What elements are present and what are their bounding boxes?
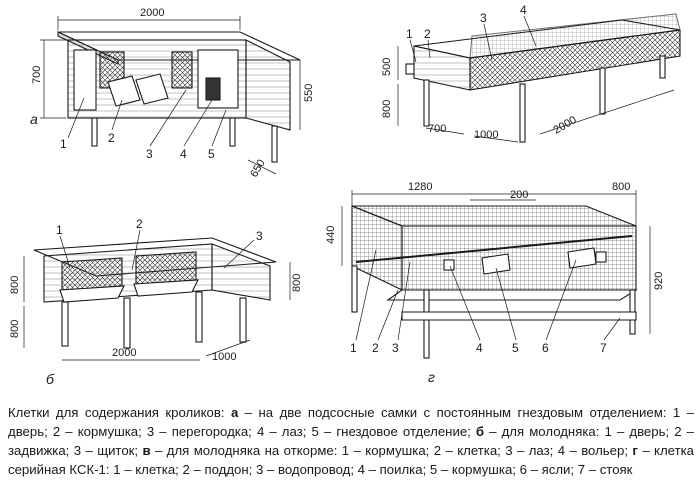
panel-g-callout-2: 2 — [372, 341, 379, 355]
panel-b-callout-1: 1 — [56, 223, 63, 237]
panel-g-dim-left-len: 1280 — [408, 181, 432, 193]
panel-g-leader-lines — [355, 249, 621, 341]
panel-v-dimensions — [397, 46, 675, 143]
panel-g-letter: г — [428, 369, 435, 385]
panel-g-dimensions — [341, 190, 651, 334]
panel-a-dimensions — [40, 16, 301, 175]
panel-v-callout-1: 1 — [406, 27, 413, 41]
panel-a-dim-height: 700 — [31, 66, 43, 84]
panel-b-callout-2: 2 — [136, 217, 143, 231]
panel-b-dim-length: 2000 — [112, 347, 136, 359]
panel-b-dim-box-height: 800 — [9, 276, 21, 294]
caption-letter-b: б — [475, 424, 485, 439]
panel-v-dim-depth: 1000 — [474, 129, 498, 141]
panel-g-dim-right-len: 800 — [612, 181, 630, 193]
rabbit-cages-figure: 2000 700 550 650 а 1 2 3 4 5 500 800 — [9, 3, 681, 387]
panel-a-dim-length: 2000 — [140, 7, 164, 19]
panel-a-callout-5: 5 — [208, 147, 215, 161]
panel-g-callout-3: 3 — [392, 341, 399, 355]
panel-v-dim-nest-len: 700 — [428, 123, 446, 135]
panel-a-callout-3: 3 — [146, 147, 153, 161]
panel-a-callout-1: 1 — [60, 137, 67, 151]
panel-g-dim-top-height: 440 — [325, 226, 337, 244]
panel-v-dim-length: 2000 — [552, 114, 579, 137]
panel-v-dim-top-height: 500 — [381, 58, 393, 76]
panel-v-dim-leg-height: 800 — [381, 100, 393, 118]
caption-text-b: – для молодняка: 1 – дверь; 2 – задвижка… — [8, 424, 694, 458]
panel-g-dim-mid-len: 200 — [510, 189, 528, 201]
caption-text-v: – для молодняка на откорме: 1 – кормушка… — [150, 443, 633, 458]
panel-b-dim-right-height: 800 — [291, 274, 303, 292]
panel-a-callout-4: 4 — [180, 147, 187, 161]
panel-b-leader-lines — [59, 229, 255, 271]
caption-letter-v: в — [142, 443, 151, 458]
panel-g-callout-7: 7 — [600, 341, 607, 355]
panel-g-callout-6: 6 — [542, 341, 549, 355]
caption-intro: Клетки для содержания кроликов: — [8, 405, 231, 420]
panel-v-callout-4: 4 — [520, 3, 527, 17]
panel-g-dim-total-height: 920 — [653, 272, 665, 290]
panel-v-cage-drawing — [405, 13, 681, 143]
panel-a-dim-leg-height: 550 — [303, 84, 315, 102]
panel-b-dim-depth: 1000 — [212, 351, 236, 363]
panel-v-leader-lines — [409, 15, 537, 63]
panel-g-callout-4: 4 — [476, 341, 483, 355]
panel-v-callout-2: 2 — [424, 27, 431, 41]
panel-b-dimensions — [23, 256, 291, 361]
panel-b-letter: б — [46, 371, 55, 387]
panel-b-cage-drawing — [33, 237, 277, 349]
panel-g-callout-1: 1 — [350, 341, 357, 355]
caption-letter-a: а — [230, 405, 239, 420]
panel-b-dim-leg-height: 800 — [9, 320, 21, 338]
figure-caption: Клетки для содержания кроликов: а – на д… — [8, 403, 694, 479]
panel-a-letter: а — [30, 111, 38, 127]
caption-text-g: – клетка серийная КСК-1: 1 – клетка; 2 –… — [8, 443, 694, 477]
panel-a-callout-2: 2 — [108, 131, 115, 145]
caption-letter-g: г — [632, 443, 638, 458]
panel-g-cage-drawing — [351, 205, 638, 359]
panel-a-cage-drawing — [57, 31, 301, 163]
panel-b-callout-3: 3 — [256, 229, 263, 243]
panel-a-dim-depth: 650 — [248, 158, 268, 180]
panel-a-leader-lines — [67, 89, 227, 147]
caption-text-a: – на две подсосные самки с постоянным гн… — [8, 405, 694, 439]
panel-g-callout-5: 5 — [512, 341, 519, 355]
panel-v-callout-3: 3 — [480, 11, 487, 25]
